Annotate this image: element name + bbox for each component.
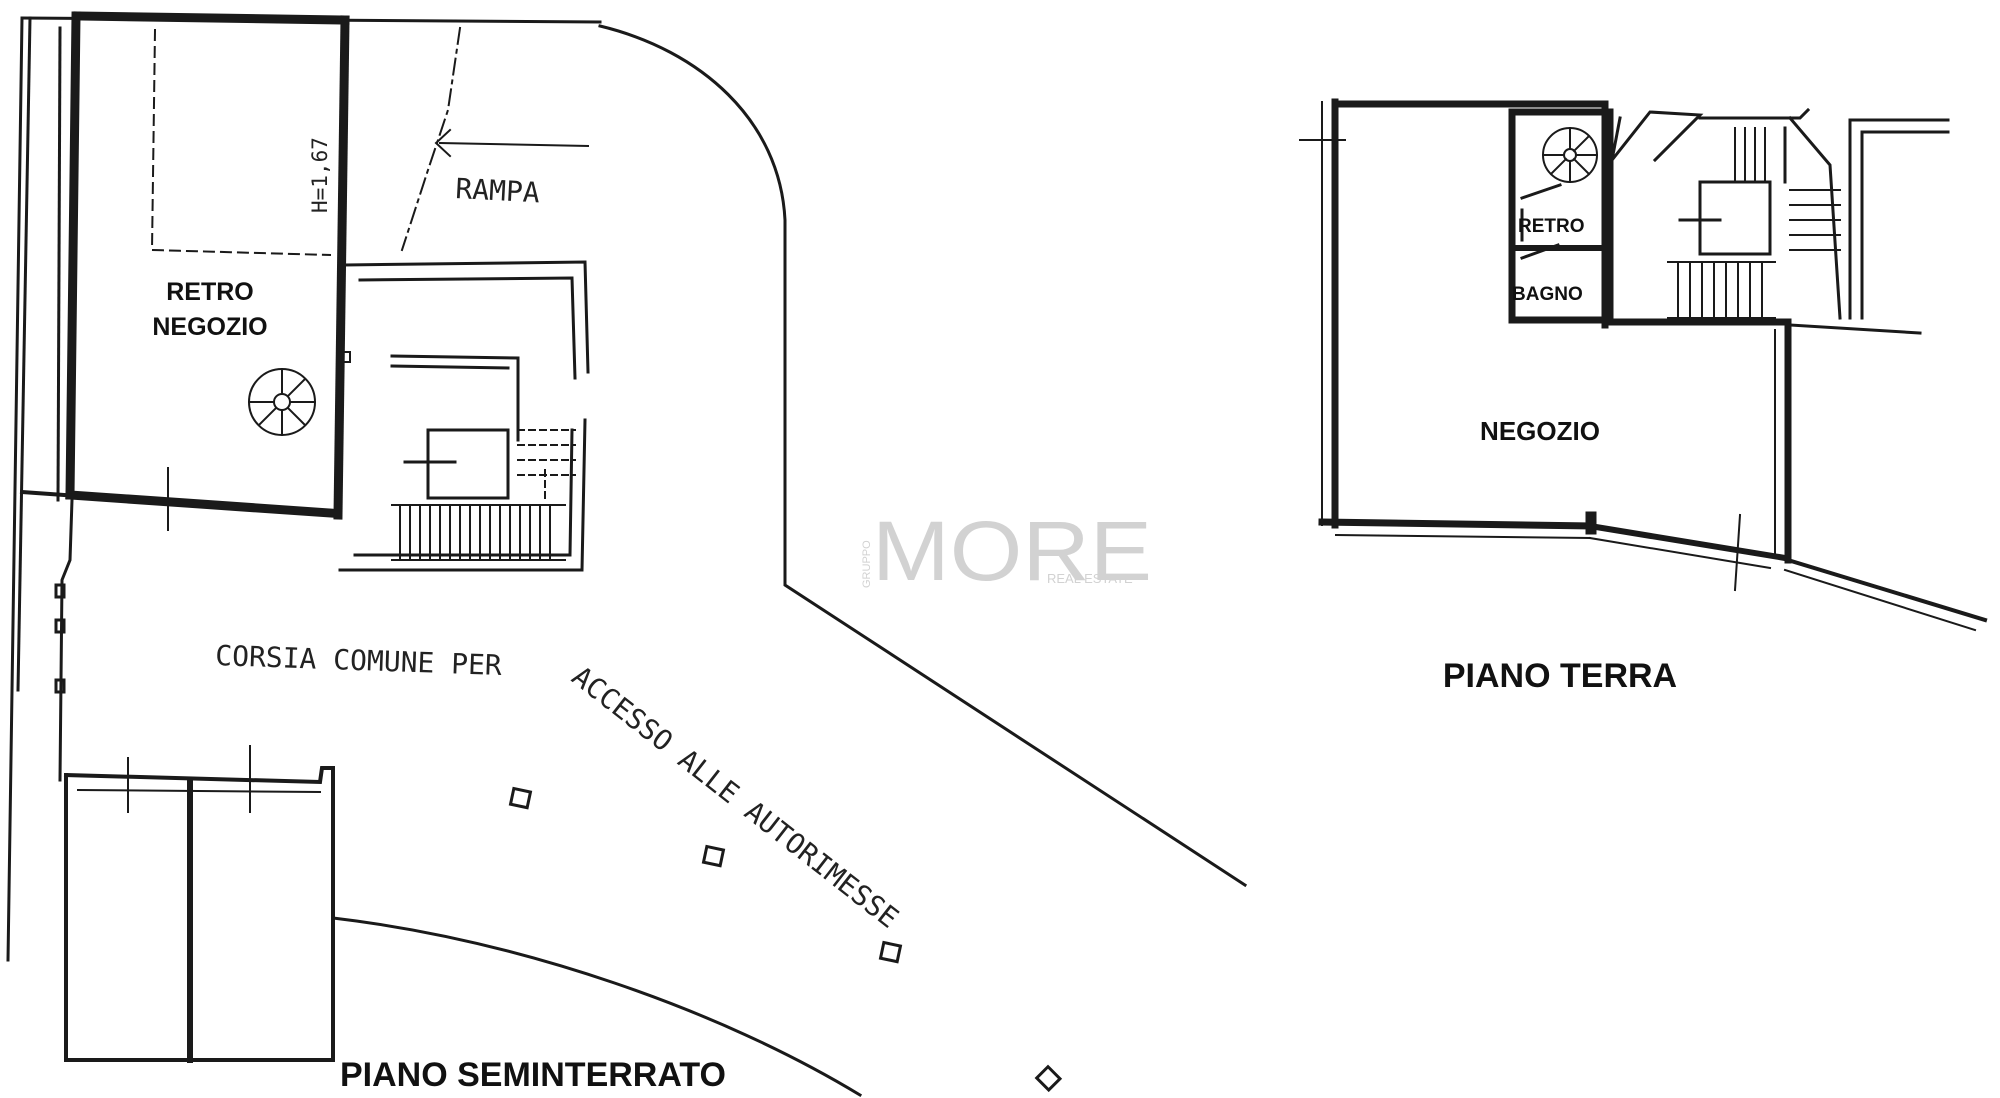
retro-negozio-dashed-area [150, 28, 332, 257]
watermark-logo: GRUPPO MORE REAL ESTATE [861, 504, 1152, 598]
retro-label: RETRO [1518, 216, 1585, 237]
retro-negozio-label-1: RETRO [166, 278, 254, 306]
ground-title: PIANO TERRA [1443, 657, 1677, 695]
corridor-top-line [19, 489, 81, 499]
ground-spiral-stair-icon [1542, 127, 1598, 183]
basement-plan [6, 11, 1248, 1098]
stair-block [338, 260, 590, 572]
wall-detail [341, 351, 351, 363]
height-note: H=1,67 [308, 137, 332, 213]
corridor-left-wall [54, 498, 74, 782]
ramp-area [400, 26, 590, 252]
ramp-label: RAMPA [455, 172, 541, 209]
watermark-brand: MORE [872, 504, 1152, 598]
pillars [508, 786, 1063, 1093]
stair-landing-dashed [517, 429, 576, 501]
corridor-note-2: ACCESSO ALLE AUTORIMESSE [566, 660, 905, 935]
corridor-note-1: CORSIA COMUNE PER [215, 639, 503, 682]
ground-tick-marks [1299, 139, 1742, 592]
bagno-label: BAGNO [1512, 284, 1583, 305]
negozio-label: NEGOZIO [1480, 416, 1600, 446]
ramp-inner-curve [331, 916, 863, 1098]
spiral-stair-icon [248, 368, 316, 436]
retro-negozio-walls [65, 11, 350, 520]
watermark-vertical: GRUPPO [861, 540, 873, 588]
retro-bagno-walls [1508, 108, 1614, 324]
ground-plan [1299, 98, 1988, 632]
ground-stair-treads [1667, 127, 1841, 319]
basement-title: PIANO SEMINTERRATO [340, 1056, 726, 1094]
adjacent-unit [1788, 118, 1950, 335]
basement-left-boundary [6, 16, 602, 962]
garage-boxes [63, 745, 335, 1063]
retro-negozio-label-2: NEGOZIO [152, 313, 267, 341]
ramp-curve-wall [598, 24, 1248, 888]
watermark-sub: REAL ESTATE [1047, 571, 1133, 586]
stair-treads [391, 504, 566, 561]
negozio-walls [1318, 98, 1988, 632]
ground-stairwell [1609, 107, 1842, 320]
